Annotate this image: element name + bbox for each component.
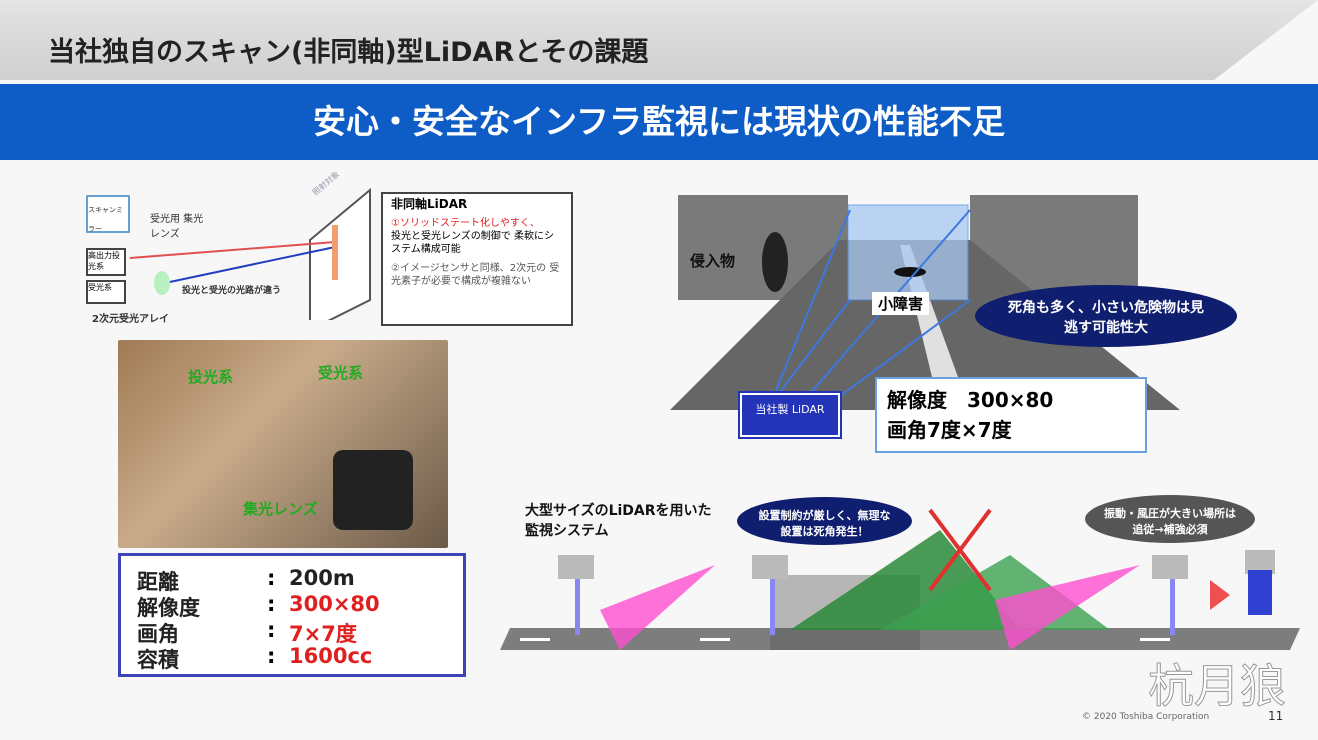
spec-key: 画角 — [137, 622, 179, 646]
resolution-box: 解像度 300×80 画角7度×7度 — [875, 377, 1147, 453]
spec-row: 画角:7×7度 — [137, 618, 357, 646]
receiver-box: 受光系 — [86, 280, 126, 304]
blind-spot-bubble: 死角も多く、小さい危険物は見逃す可能性大 — [975, 285, 1237, 347]
spec-key: 容積 — [137, 648, 179, 672]
photo-receiver-label: 受光系 — [318, 364, 364, 382]
spec-value: 300×80 — [289, 592, 380, 616]
mirror-box: スキャンミラー — [86, 195, 130, 233]
point1-red: ①ソリッドステート化しやすく、 — [391, 218, 540, 229]
lidar-info-box: 非同軸LiDAR ①ソリッドステート化しやすく、 投光と受光レンズの制御で 柔軟… — [381, 192, 573, 326]
point2: ②イメージセンサと同様、2次元の 受光素子が必要で構成が複雑ない — [391, 263, 560, 287]
system-caption: 大型サイズのLiDARを用いた監視システム — [525, 503, 712, 539]
system-illustration — [500, 508, 1300, 650]
lidar-photo: 投光系 受光系 集光レンズ — [118, 340, 448, 548]
intruder-label: 侵入物 — [690, 252, 736, 270]
watermark: 杭月狼 — [1148, 659, 1287, 714]
spec-key: 解像度 — [137, 596, 200, 620]
spec-row: 解像度:300×80 — [137, 592, 380, 620]
optical-path — [129, 187, 371, 320]
photo-lens-label: 集光レンズ — [243, 500, 318, 518]
spec-value: 7×7度 — [289, 622, 357, 646]
obstacle-label: 小障害 — [872, 292, 930, 315]
lens-body — [333, 450, 413, 530]
scan-label: スキャンミラー — [88, 206, 123, 233]
spec-value: 1600cc — [289, 644, 373, 668]
resolution-text: 解像度 300×80 — [887, 388, 1054, 412]
fov-text: 画角7度×7度 — [887, 418, 1012, 442]
installation-bubble: 設置制約が厳しく、無理な設置は死角発生！ — [737, 497, 912, 545]
page-number: 11 — [1268, 709, 1284, 723]
slide-title: 当社独自のスキャン(非同軸)型LiDARとその課題 — [48, 37, 649, 68]
spec-value: 200m — [289, 566, 355, 590]
point1: 投光と受光レンズの制御で 柔軟にシステム構成可能 — [391, 231, 554, 255]
array-label: 2次元受光アレイ — [92, 314, 169, 325]
spec-row: 距離:200m — [137, 566, 355, 594]
road-scene — [670, 195, 1180, 410]
copyright: © 2020 Toshiba Corporation — [1082, 712, 1210, 722]
banner: 安心・安全なインフラ監視には現状の性能不足 — [0, 84, 1318, 160]
spec-row: 容積:1600cc — [137, 644, 373, 672]
lidar-device: 当社製 LiDAR — [738, 391, 842, 439]
spec-key: 距離 — [137, 570, 179, 594]
path-label: 投光と受光の光路が違う — [182, 286, 282, 296]
lens-label: 受光用 集光レンズ — [150, 214, 204, 240]
spec-table: 距離:200m 解像度:300×80 画角:7×7度 容積:1600cc — [118, 553, 466, 677]
vibration-bubble: 振動・風圧が大きい場所は追従→補強必須 — [1085, 495, 1255, 543]
photo-emitter-label: 投光系 — [188, 368, 234, 386]
info-title: 非同軸LiDAR — [391, 197, 468, 211]
title-bar — [0, 0, 1318, 80]
emitter-box: 高出力投光系 — [86, 248, 126, 276]
